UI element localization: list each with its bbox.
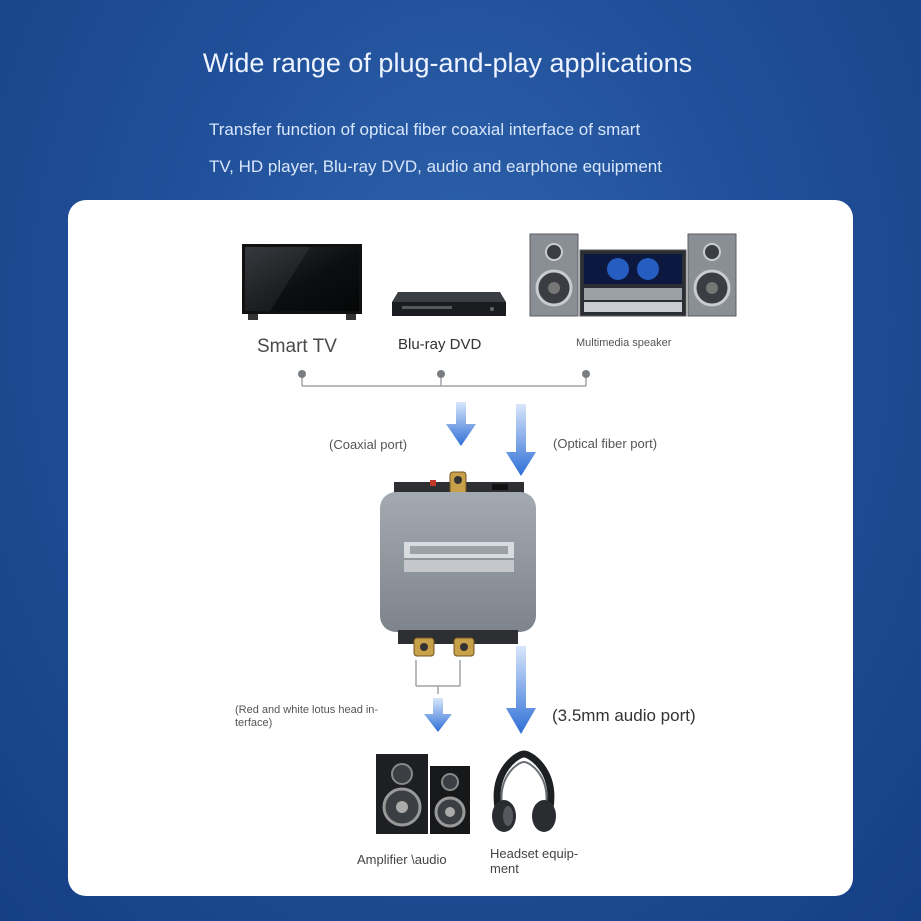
optical-arrow-icon bbox=[506, 404, 536, 476]
coaxial-arrow-icon bbox=[446, 402, 476, 446]
speaker-label: Multimedia speaker bbox=[576, 337, 672, 349]
coaxial-port-label: (Coaxial port) bbox=[329, 437, 408, 452]
dvd-player-image bbox=[392, 292, 506, 316]
rca-connector-bracket bbox=[415, 660, 461, 694]
jack-arrow-icon bbox=[506, 646, 536, 734]
converter-device-image bbox=[380, 471, 536, 657]
headset-image bbox=[492, 750, 556, 832]
smart-tv-image bbox=[242, 244, 362, 320]
optical-port-label: (Optical fiber port) bbox=[553, 436, 658, 451]
subtitle-line-1: Transfer function of optical fiber coaxi… bbox=[209, 120, 641, 139]
multimedia-speaker-image bbox=[529, 233, 737, 317]
rca-arrow-icon bbox=[424, 698, 452, 732]
amplifier-label: Amplifier \audio bbox=[357, 852, 447, 867]
dvd-label: Blu-ray DVD bbox=[398, 336, 482, 353]
smart-tv-label: Smart TV bbox=[257, 336, 337, 357]
source-connector-bracket bbox=[298, 370, 590, 387]
rca-port-label: (Red and white lotus head in- terface) bbox=[235, 704, 379, 729]
subtitle-line-2: TV, HD player, Blu-ray DVD, audio and ea… bbox=[209, 157, 662, 176]
jack-port-label: (3.5mm audio port) bbox=[552, 706, 696, 725]
page-title: Wide range of plug-and-play applications bbox=[202, 48, 693, 78]
amplifier-speakers-image bbox=[376, 754, 470, 834]
headset-label: Headset equip- ment bbox=[490, 846, 579, 876]
